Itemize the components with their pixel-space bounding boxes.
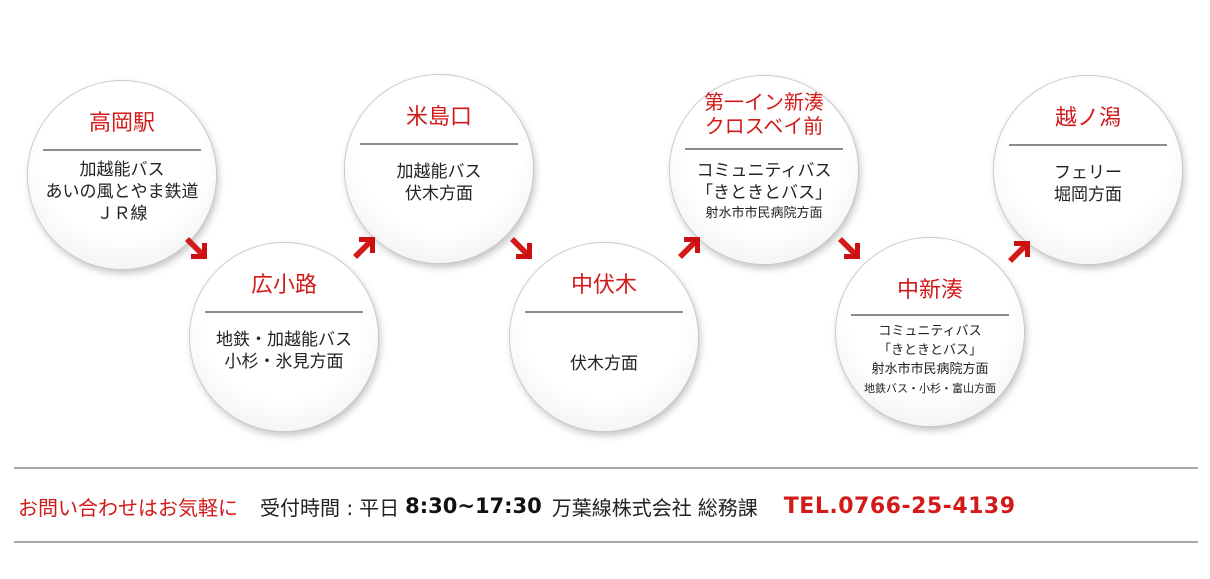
arrow-icon	[838, 237, 860, 259]
line-text: 加越能バス	[79, 160, 165, 180]
divider	[205, 311, 363, 313]
stop-lines: コミュニティバス 「きときとバス」 射水市市民病院方面 地鉄バス・小杉・富山方面	[836, 322, 1024, 398]
line-text: コミュニティバス	[696, 161, 832, 181]
stop-lines: 加越能バス あいの風とやま鉄道 ＪＲ線	[28, 159, 216, 225]
stop-name: 米島口	[405, 105, 472, 130]
line-text: ＪＲ線	[96, 204, 148, 224]
stop-lines: コミュニティバス 「きときとバス」 射水市市民病院方面	[670, 160, 858, 223]
line-text: 地鉄バス・小杉・富山方面	[864, 382, 996, 395]
stop-koshinokata: 越ノ潟 フェリー 堀岡方面	[994, 76, 1182, 264]
line-text: 「きときとバス」	[696, 183, 832, 203]
line-text: 伏木方面	[570, 354, 638, 374]
line-text: 地鉄・加越能バス	[216, 330, 352, 350]
stop-name: 第一イン新湊 クロスベイ前	[670, 90, 858, 138]
arrow-icon	[678, 237, 700, 259]
line-text: 堀岡方面	[1054, 185, 1122, 205]
divider	[851, 314, 1009, 316]
department-name: 総務課	[697, 495, 758, 520]
stop-daiichi-inn-shinminato: 第一イン新湊 クロスベイ前 コミュニティバス 「きときとバス」 射水市市民病院方…	[670, 76, 858, 264]
footer-top-rule	[14, 467, 1198, 469]
stop-name: 高岡駅	[88, 111, 155, 136]
arrow-icon	[185, 237, 207, 259]
footer-bottom-rule	[14, 541, 1198, 543]
divider	[43, 149, 201, 151]
stop-name: 越ノ潟	[1054, 106, 1121, 131]
divider	[525, 311, 683, 313]
line-text: 小杉・氷見方面	[224, 352, 344, 372]
line-text: コミュニティバス	[878, 324, 982, 339]
stop-name-line: クロスベイ前	[704, 114, 824, 138]
divider	[1009, 144, 1167, 146]
line-text: フェリー	[1054, 163, 1122, 183]
contact-bar: お問い合わせはお気軽に 受付時間 : 平日 8:30~17:30 万葉線株式会社…	[18, 488, 1198, 524]
line-text: 伏木方面	[405, 184, 473, 204]
arrow-icon	[510, 237, 532, 259]
stop-name: 中新湊	[896, 278, 963, 303]
line-text: 加越能バス	[396, 162, 482, 182]
hours-label: 受付時間 :	[260, 495, 354, 520]
stop-hirokoji: 広小路 地鉄・加越能バス 小杉・氷見方面	[190, 243, 378, 431]
line-text: 射水市市民病院方面	[871, 362, 989, 377]
phone-number: TEL.0766-25-4139	[783, 493, 1016, 519]
stop-name-line: 第一イン新湊	[704, 90, 824, 114]
stop-yonejimaguchi: 米島口 加越能バス 伏木方面	[345, 75, 533, 263]
divider	[360, 143, 518, 145]
stop-lines: フェリー 堀岡方面	[994, 162, 1182, 206]
stop-nakashinminato: 中新湊 コミュニティバス 「きときとバス」 射水市市民病院方面 地鉄バス・小杉・…	[836, 238, 1024, 426]
inquiry-text: お問い合わせはお気軽に	[18, 495, 238, 520]
arrow-icon	[1008, 241, 1030, 263]
arrow-icon	[353, 237, 375, 259]
stop-name: 広小路	[250, 273, 317, 298]
stop-takaoka-station: 高岡駅 加越能バス あいの風とやま鉄道 ＪＲ線	[28, 81, 216, 269]
stop-lines: 地鉄・加越能バス 小杉・氷見方面	[190, 329, 378, 373]
stop-lines: 伏木方面	[510, 353, 698, 375]
line-text: 射水市市民病院方面	[705, 206, 823, 221]
stop-nakafushiki: 中伏木 伏木方面	[510, 243, 698, 431]
divider	[685, 148, 843, 150]
line-text: 「きときとバス」	[877, 343, 982, 358]
stop-lines: 加越能バス 伏木方面	[345, 161, 533, 205]
company-name: 万葉線株式会社	[551, 495, 692, 520]
hours-days: 平日	[359, 495, 400, 520]
line-text: あいの風とやま鉄道	[45, 182, 199, 202]
stop-name: 中伏木	[570, 273, 637, 298]
hours-time: 8:30~17:30	[405, 494, 542, 518]
